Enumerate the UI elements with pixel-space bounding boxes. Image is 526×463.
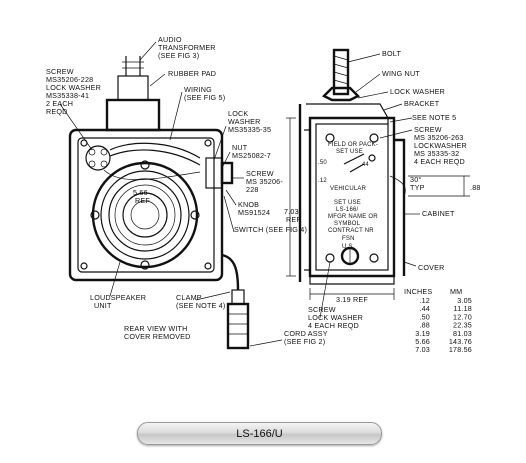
label-washer-ms: MS35335-35 [228,125,271,134]
label-lock-washer: LOCK WASHER [46,83,101,92]
table-cell-mm: 143.76 [449,337,472,346]
label-4-each: 4 EACH REQD [414,157,465,166]
label-contract: CONTRACT NR [328,228,374,234]
label-dim-44: .44 [360,162,369,168]
label-bolt: BOLT [382,49,401,58]
label-lock-washer-bottom: LOCK WASHER [308,313,363,322]
label-wiring: WIRING [184,85,212,94]
label-us: U.S. [342,244,355,250]
table-cell-inches: 7.03 [415,345,430,354]
label-rear-view: REAR VIEW WITH [124,324,188,333]
label-screw: SCREW [46,67,74,76]
label-see-note-5: SEE NOTE 5 [412,113,456,122]
table-cell-inches: .88 [419,321,430,330]
label-angle: 30° [410,175,421,184]
label-dim-319: 3.19 REF [336,295,368,304]
label-566: 5.66 [133,188,148,197]
rear-view-drawing [59,41,283,350]
table-cell-inches: .12 [419,296,430,305]
label-field-pack: FIELD OR PACK- [328,142,378,148]
side-view-drawing [286,48,470,319]
label-dim-703-ref: REF [286,215,301,224]
label-mfgr-name: MFGR NAME OR [328,214,378,220]
label-audio-transformer: AUDIO [158,35,182,44]
table-cell-inches: .44 [419,304,430,313]
label-loudspeaker: LOUDSPEAKER [90,293,146,302]
label-vehicular: VEHICULAR [330,186,367,192]
label-dim-12: .12 [318,178,327,184]
table-cell-mm: 22.35 [453,321,472,330]
caption-bar: LS-166/U [137,422,382,445]
label-screw: SCREW [414,125,442,134]
label-symbol: SYMBOL [334,221,361,227]
label-bracket: BRACKET [404,99,440,108]
label-lock-washer: LOCK WASHER [390,87,445,96]
label-cabinet: CABINET [422,209,455,218]
label-fsn: FSN [342,236,355,242]
label-ls-166: LS-166/ [336,207,359,213]
conversion-table: INCHES MM .12 3.05 .44 11.18 .50 12.70 .88 22.35 3… [404,287,472,354]
technical-drawing: AUDIO TRANSFORMER (SEE FIG 3) RUBBER PAD… [46,35,481,354]
label-cover: COVER [418,263,445,272]
label-nut-ms: MS25082-7 [232,151,271,160]
label-field-set-use: SET USE [336,149,363,155]
label-unit: UNIT [94,301,112,310]
table-cell-mm: 178.56 [449,345,472,354]
label-lockwasher: LOCKWASHER [414,141,467,150]
table-header-mm: MM [450,287,462,296]
label-washer: WASHER [228,117,260,126]
label-2-each: 2 EACH [46,99,73,108]
label-lockwasher-ms: MS 35335-32 [414,149,459,158]
label-dim-88: .88 [470,183,481,192]
label-angle-typ: TYP [410,183,425,192]
label-screw-right-ms: MS 35206- [246,177,283,186]
label-screw-right-num: 228 [246,185,259,194]
label-cover-removed: COVER REMOVED [124,332,191,341]
label-reqd: REQD [46,107,68,116]
label-wing-nut: WING NUT [382,69,420,78]
label-cord-ref: (SEE FIG 2) [284,337,325,346]
label-switch: SWITCH (SEE FIG.4) [234,225,307,234]
label-audio-transformer-3: (SEE FIG 3) [158,51,199,60]
label-dim-703: 7.03 [284,207,299,216]
table-cell-inches: .50 [419,312,430,321]
label-knob-ms: MS91524 [238,208,270,217]
table-header-inches: INCHES [404,287,432,296]
caption-text: LS-166/U [236,427,283,440]
table-cell-mm: 3.05 [457,296,472,305]
label-clamp: CLAMP [176,293,202,302]
table-cell-mm: 11.18 [454,304,472,313]
label-knob: KNOB [238,200,259,209]
label-rubber-pad: RUBBER PAD [168,69,216,78]
label-wiring-ref: (SEE FIG 5) [184,93,225,102]
table-cell-mm: 12.70 [453,312,472,321]
label-audio-transformer-2: TRANSFORMER [158,43,216,52]
label-lock-washer-ms: MS35338-41 [46,91,89,100]
label-screw-right: SCREW [246,169,274,178]
label-clamp-note: (SEE NOTE 4) [176,301,226,310]
label-cord-assy: CORD ASSY [284,329,328,338]
table-cell-mm: 81.03 [453,329,472,338]
label-screw-ms: MS35206-228 [46,75,93,84]
label-screw-bottom: SCREW [308,305,336,314]
table-cell-inches: 5.66 [415,337,430,346]
table-cell-inches: 3.19 [415,329,430,338]
label-set-use: SET USE [334,200,361,206]
label-566-ref: REF [135,196,150,205]
label-nut: NUT [232,143,248,152]
label-dim-50: .50 [318,160,327,166]
label-4-each-bottom: 4 EACH REQD [308,321,359,330]
label-lock: LOCK [228,109,248,118]
label-screw-ms: MS 35206-263 [414,133,464,142]
